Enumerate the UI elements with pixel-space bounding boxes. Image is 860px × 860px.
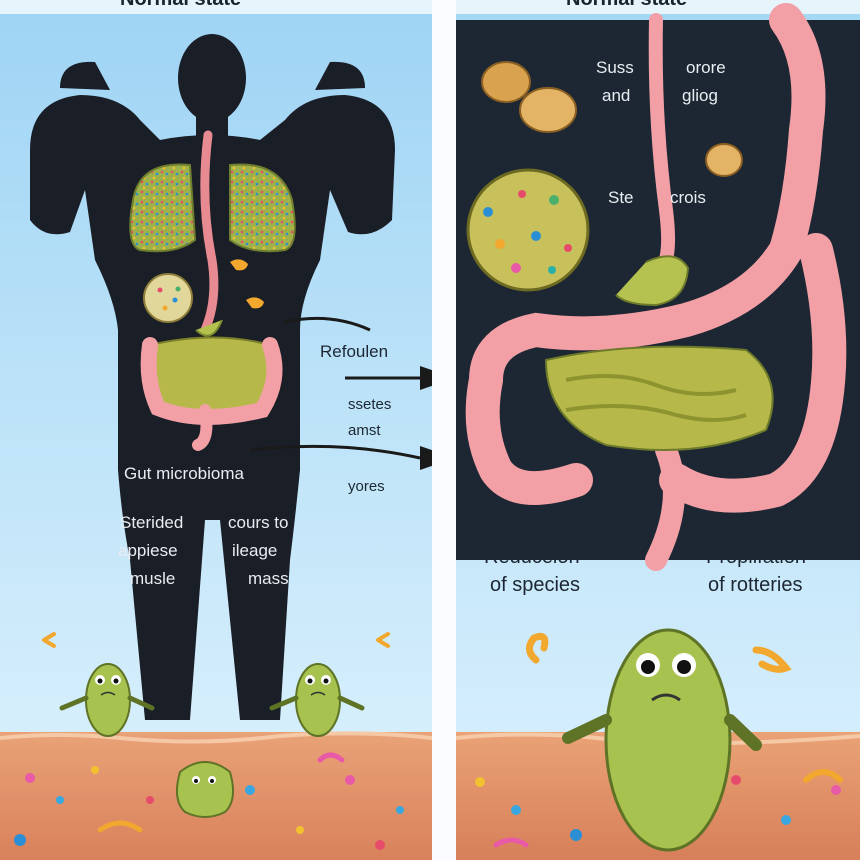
label-gliog: gliog	[682, 86, 718, 105]
left-panel: Normal state Refoulen ssetes amst yores …	[0, 0, 432, 860]
right-panel: Normal state Suss and orore gliog Ste cr…	[456, 0, 860, 860]
right-panel-illustration	[456, 0, 860, 860]
label-proliferation-line2: of rotteries	[708, 574, 803, 596]
microbiome-sphere-icon	[143, 273, 193, 323]
label-gut-microbioma: Gut microbioma	[124, 464, 244, 483]
microbe-character-icon	[59, 663, 155, 737]
gallbladder-icon	[615, 255, 690, 307]
bean-icon	[481, 61, 743, 177]
label-ssetes: ssetes	[348, 396, 392, 413]
gallbladder-icon	[195, 319, 223, 337]
soil-particles	[14, 752, 404, 850]
panel-divider	[432, 0, 456, 860]
label-musle: musle	[130, 569, 176, 588]
label-and: and	[602, 86, 631, 105]
label-reduction-line1: Reducelon	[484, 546, 580, 568]
arrow-head-icon	[420, 366, 432, 390]
bean-icon	[246, 297, 264, 309]
esophagus-icon	[200, 130, 219, 335]
arrow-head-icon	[420, 446, 432, 470]
microbiome-sphere-icon	[466, 168, 590, 292]
label-amst: amst	[348, 422, 381, 439]
panel-header: Normal state	[120, 0, 241, 11]
microbe-character-icon	[269, 663, 365, 737]
arrow-icon	[249, 316, 421, 460]
intestine-icon	[465, 3, 847, 571]
panel-header: Normal state	[566, 0, 687, 11]
label-ileage: ileage	[232, 541, 278, 560]
label-refoulen: Refoulen	[320, 342, 389, 361]
label-yores: yores	[348, 478, 385, 495]
bean-icon	[376, 632, 390, 648]
label-reduction-line2: of species	[490, 574, 581, 596]
label-proliferation-line1: Proplifation	[706, 546, 807, 568]
intestine-icon	[140, 336, 283, 451]
label-ste: Ste	[608, 188, 634, 207]
bean-icon	[752, 646, 792, 673]
soil-particles	[475, 769, 843, 848]
left-panel-illustration	[0, 0, 432, 860]
label-cours-to: cours to	[228, 513, 289, 532]
microbe-character-icon	[175, 761, 235, 818]
label-orore: orore	[686, 58, 726, 77]
esophagus-icon	[648, 13, 676, 272]
bean-icon	[42, 632, 56, 648]
label-suss: Suss	[596, 58, 634, 77]
label-mass: mass	[248, 569, 289, 588]
lungs-icon	[129, 163, 296, 253]
microbe-character-icon	[562, 628, 762, 852]
bean-icon	[526, 632, 549, 664]
label-appiese: appiese	[118, 541, 178, 560]
bean-icon	[230, 259, 248, 271]
label-crois: crois	[670, 188, 706, 207]
label-sterided: Sterided	[120, 513, 184, 532]
